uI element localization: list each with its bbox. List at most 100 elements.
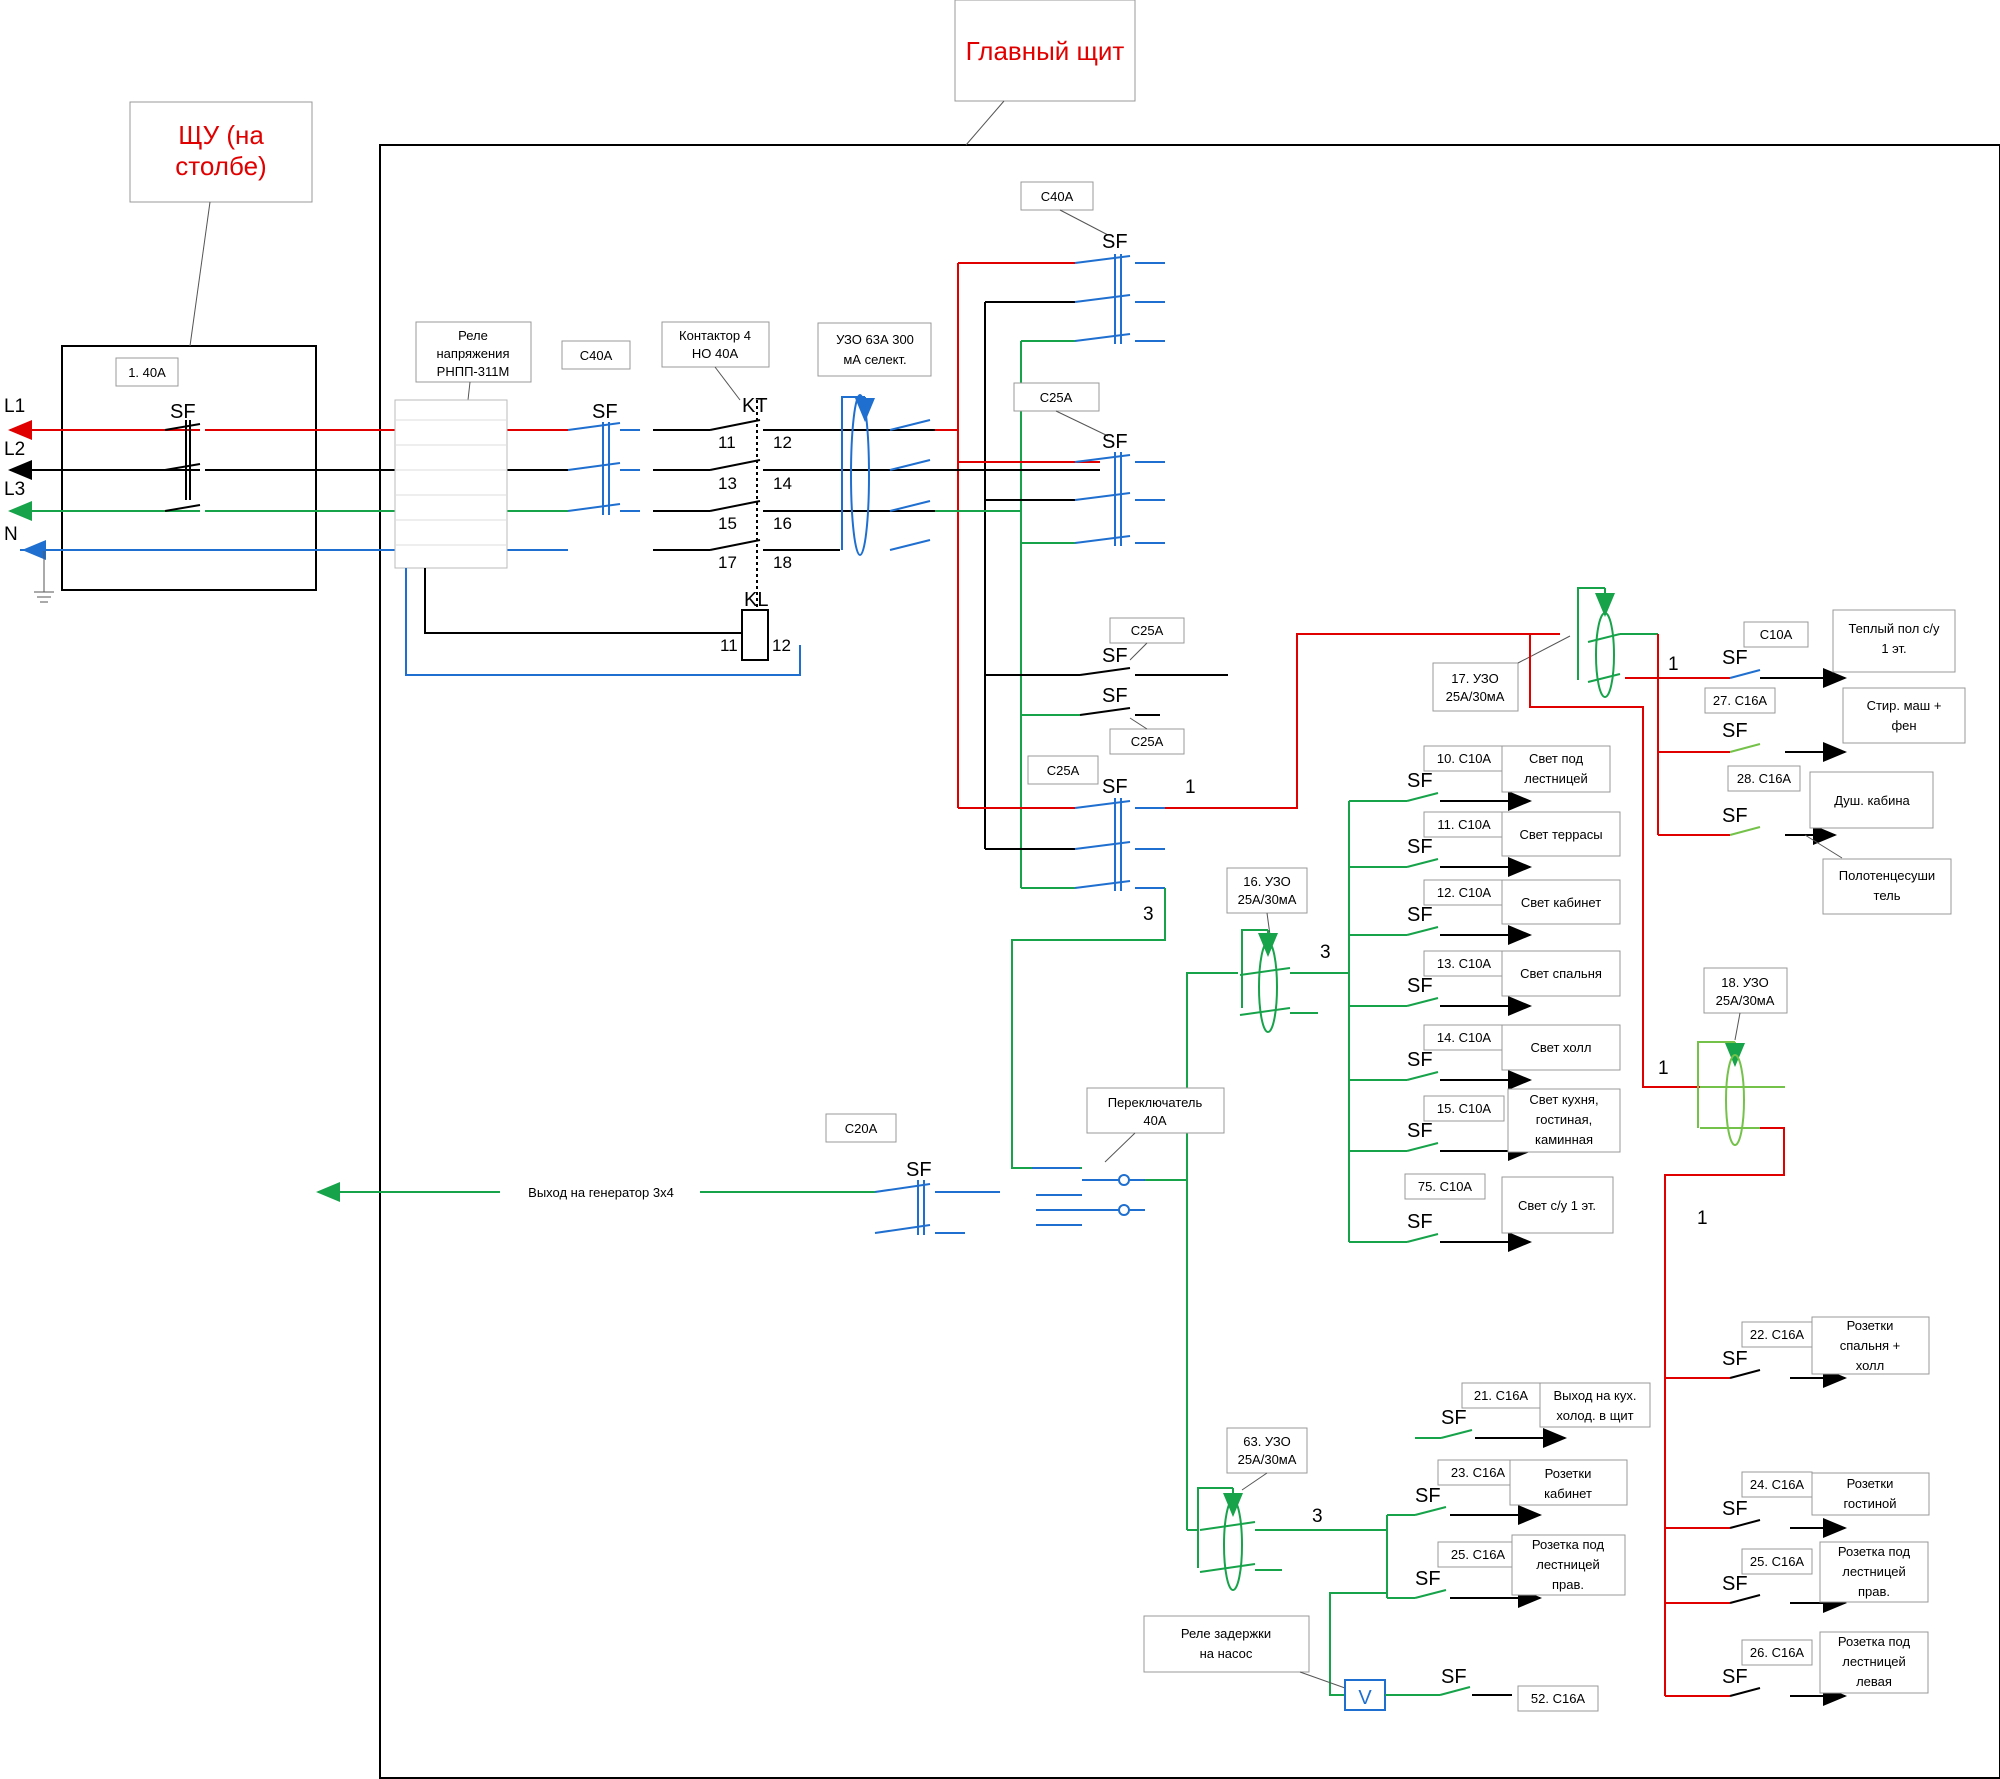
- phase-mark: 3: [1312, 1506, 1323, 1527]
- sf-label: SF: [1722, 805, 1748, 827]
- breaker-27: 27. C16A SF Стир. маш +фен: [1658, 687, 1966, 762]
- breaker-1-40a: 1. 40A SF: [115, 357, 201, 512]
- terminal-16: 16: [773, 514, 792, 533]
- washer-label: Стир. маш +фен: [1867, 698, 1942, 733]
- sf-label: SF: [1407, 1120, 1433, 1142]
- l75-label: Свет с/у 1 эт.: [1518, 1198, 1596, 1213]
- b23-label: 23. C16A: [1451, 1465, 1506, 1480]
- b28-label: 28. C16A: [1737, 771, 1792, 786]
- phase-mark: 3: [1320, 942, 1331, 963]
- main-bus: [935, 263, 1100, 888]
- sf-label: SF: [1407, 975, 1433, 997]
- sf-label: SF: [1722, 1348, 1748, 1370]
- sf-label: SF: [1722, 1666, 1748, 1688]
- b12-label: 12. C10A: [1437, 885, 1492, 900]
- sf-label: SF: [906, 1159, 932, 1181]
- coil-terminal-11: 11: [720, 636, 738, 655]
- c10a-floor-label: C10A: [1760, 627, 1793, 642]
- b26-label: 26. C16A: [1750, 1645, 1805, 1660]
- terminal-12: 12: [773, 433, 792, 452]
- phase-mark: 1: [1697, 1208, 1708, 1229]
- shower-label: Душ. кабина: [1834, 793, 1910, 808]
- sf-label: SF: [1407, 770, 1433, 792]
- c20a-label: C20A: [845, 1121, 878, 1136]
- b11-label: 11. C10A: [1437, 817, 1491, 832]
- generator-output-label: Выход на генератор 3х4: [528, 1185, 674, 1200]
- svg-text:V: V: [1358, 1687, 1372, 1709]
- phase-mark: 1: [1185, 777, 1196, 798]
- l13-label: Свет спальня: [1520, 966, 1602, 981]
- sf-label: SF: [1102, 431, 1128, 453]
- label-l1: L1: [4, 396, 25, 417]
- coil-terminal-12: 12: [772, 636, 791, 655]
- sf-label: SF: [1722, 1573, 1748, 1595]
- label-l2: L2: [4, 439, 25, 460]
- breaker-c40a-input: C40A SF: [561, 340, 640, 515]
- b25b-label: 25. C16A: [1750, 1554, 1805, 1569]
- feed-rcd18: [1529, 634, 1700, 1088]
- breaker-c20a-generator: C20A SF Выход на генератор 3х4: [316, 1113, 965, 1235]
- phase-mark: 1: [1658, 1058, 1669, 1079]
- c40a-input-label: C40A: [580, 348, 613, 363]
- terminal-13: 13: [718, 474, 737, 493]
- l11-label: Свет террасы: [1519, 827, 1602, 842]
- breaker-12: 12. C10A SF Свет кабинет: [1349, 879, 1621, 945]
- b14-label: 14. C10A: [1437, 1030, 1492, 1045]
- l15-label: Свет кухня,гостиная,каминная: [1529, 1092, 1598, 1147]
- b21-label: 21. C16A: [1474, 1388, 1529, 1403]
- kt-label: KT: [742, 395, 768, 417]
- sf-label: SF: [1102, 231, 1128, 253]
- phase-mark: 1: [1668, 654, 1679, 675]
- b15-label: 15. C10A: [1437, 1101, 1492, 1116]
- b10-label: 10. C10A: [1437, 751, 1492, 766]
- b27-label: 27. C16A: [1713, 693, 1768, 708]
- sf-label: SF: [170, 401, 196, 423]
- breaker-75: 75. C10A SF Свет с/у 1 эт.: [1349, 1173, 1614, 1252]
- c25a-4-label: C25A: [1047, 763, 1080, 778]
- b52-label: 52. C16A: [1531, 1691, 1586, 1706]
- breaker-13: 13. C10A SF Свет спальня: [1349, 950, 1621, 1016]
- phase-mark: 3: [1143, 904, 1154, 925]
- l12-label: Свет кабинет: [1521, 895, 1601, 910]
- sf-label: SF: [1441, 1407, 1467, 1429]
- sf-label: SF: [1102, 685, 1128, 707]
- breaker-14: 14. C10A SF Свет холл: [1349, 1024, 1621, 1090]
- b24-label: 24. C16A: [1750, 1477, 1805, 1492]
- main-panel-title: Главный щит: [966, 36, 1125, 66]
- sf-label: SF: [1102, 645, 1128, 667]
- terminal-18: 18: [773, 553, 792, 572]
- l21-label: Выход на кух.холод. в щит: [1554, 1388, 1637, 1423]
- breaker-21: 21. C16A SF Выход на кух.холод. в щит: [1415, 1382, 1651, 1448]
- sf-label: SF: [1415, 1485, 1441, 1507]
- breaker-1-label: 1. 40A: [128, 365, 166, 380]
- breaker-c25a-3: SF C25A: [1021, 685, 1185, 755]
- breaker-11: 11. C10A SF Свет террасы: [1349, 811, 1621, 877]
